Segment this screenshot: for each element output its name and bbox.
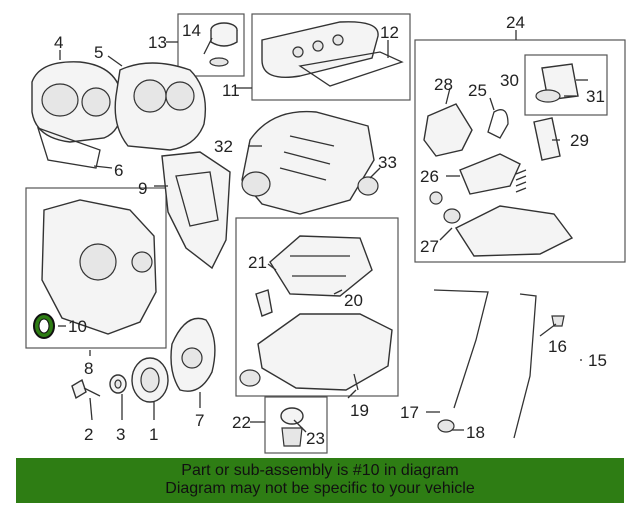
callout-17: 17 xyxy=(400,403,419,422)
callout-11: 11 xyxy=(222,81,240,100)
callout-13: 13 xyxy=(148,33,167,52)
o-ring-16[interactable] xyxy=(551,315,565,327)
callout-4: 4 xyxy=(54,33,63,52)
front-cover-8[interactable] xyxy=(41,199,157,335)
callout-23: 23 xyxy=(306,429,325,448)
callout-31: 31 xyxy=(586,87,605,106)
callout-15: 15 xyxy=(588,351,607,370)
timing-cover-4[interactable] xyxy=(31,61,123,143)
callout-21: 21 xyxy=(248,253,267,272)
callout-3: 3 xyxy=(116,425,125,444)
group-box-8 xyxy=(25,187,167,349)
parts-diagram: 1 2 3 4 5 6 7 8 9 10 11 12 13 14 15 16 1… xyxy=(25,13,626,454)
info-banner-line-2: Diagram may not be specific to your vehi… xyxy=(165,480,475,497)
group-box-11-12 xyxy=(251,13,411,101)
oil-filter-housing-27[interactable] xyxy=(429,191,574,257)
o-ring-31[interactable] xyxy=(535,89,561,103)
harmonic-balancer-1[interactable] xyxy=(131,357,169,403)
callout-18: 18 xyxy=(466,423,485,442)
info-banner-line-1: Part or sub-assembly is #10 in diagram xyxy=(181,462,459,479)
oil-cooler-28[interactable] xyxy=(423,103,473,157)
bolt-2[interactable] xyxy=(71,378,101,400)
callout-32: 32 xyxy=(214,137,233,156)
group-box-24 xyxy=(414,39,626,263)
oil-filler-cap-14[interactable] xyxy=(209,22,238,67)
callout-6: 6 xyxy=(114,161,123,180)
callout-12: 12 xyxy=(380,23,399,42)
callout-5: 5 xyxy=(94,43,103,62)
dipstick-tube-17[interactable] xyxy=(433,289,489,433)
callout-1: 1 xyxy=(149,425,158,444)
group-box-19 xyxy=(235,217,399,397)
callout-2: 2 xyxy=(84,425,93,444)
seal-10[interactable] xyxy=(33,313,55,339)
o-ring-33[interactable] xyxy=(357,176,379,196)
valve-cover-11[interactable] xyxy=(261,21,379,78)
spring-26[interactable] xyxy=(515,169,527,193)
info-banner: Part or sub-assembly is #10 in diagram D… xyxy=(16,458,624,503)
cover-gasket-9[interactable] xyxy=(161,151,231,270)
callout-8: 8 xyxy=(84,359,93,378)
leader-lines xyxy=(58,30,588,433)
callout-26: 26 xyxy=(420,167,439,186)
callout-29: 29 xyxy=(570,131,589,150)
gasket-25[interactable] xyxy=(487,109,509,139)
callout-20: 20 xyxy=(344,291,363,310)
group-box-30-31 xyxy=(524,54,608,116)
intake-manifold-32[interactable] xyxy=(241,110,375,215)
group-box-22-23 xyxy=(264,396,328,454)
callout-27: 27 xyxy=(420,237,439,256)
cover-7[interactable] xyxy=(170,317,216,392)
group-box-14 xyxy=(177,13,245,77)
valve-cover-gasket-12[interactable] xyxy=(298,51,404,87)
callout-22: 22 xyxy=(232,413,251,432)
callout-24: 24 xyxy=(506,13,525,32)
callout-10: 10 xyxy=(68,317,87,336)
baffle-20[interactable] xyxy=(269,235,373,297)
timing-cover-5[interactable] xyxy=(114,62,207,151)
oil-pan-19[interactable] xyxy=(239,313,393,391)
callout-19: 19 xyxy=(350,401,369,420)
callout-7: 7 xyxy=(195,411,204,430)
pickup-21[interactable] xyxy=(255,289,273,317)
callout-28: 28 xyxy=(434,75,453,94)
oil-filter-29[interactable] xyxy=(533,117,561,161)
dipstick-15[interactable] xyxy=(513,293,537,439)
washer-3[interactable] xyxy=(109,374,127,394)
gasket-6[interactable] xyxy=(36,126,101,169)
callout-33: 33 xyxy=(378,153,397,172)
callout-16: 16 xyxy=(548,337,567,356)
adapter-26[interactable] xyxy=(459,153,521,195)
plug-23[interactable] xyxy=(280,407,304,447)
callout-30: 30 xyxy=(500,71,519,90)
callout-25: 25 xyxy=(468,81,487,100)
callout-14: 14 xyxy=(182,21,201,40)
callout-9: 9 xyxy=(138,179,147,198)
